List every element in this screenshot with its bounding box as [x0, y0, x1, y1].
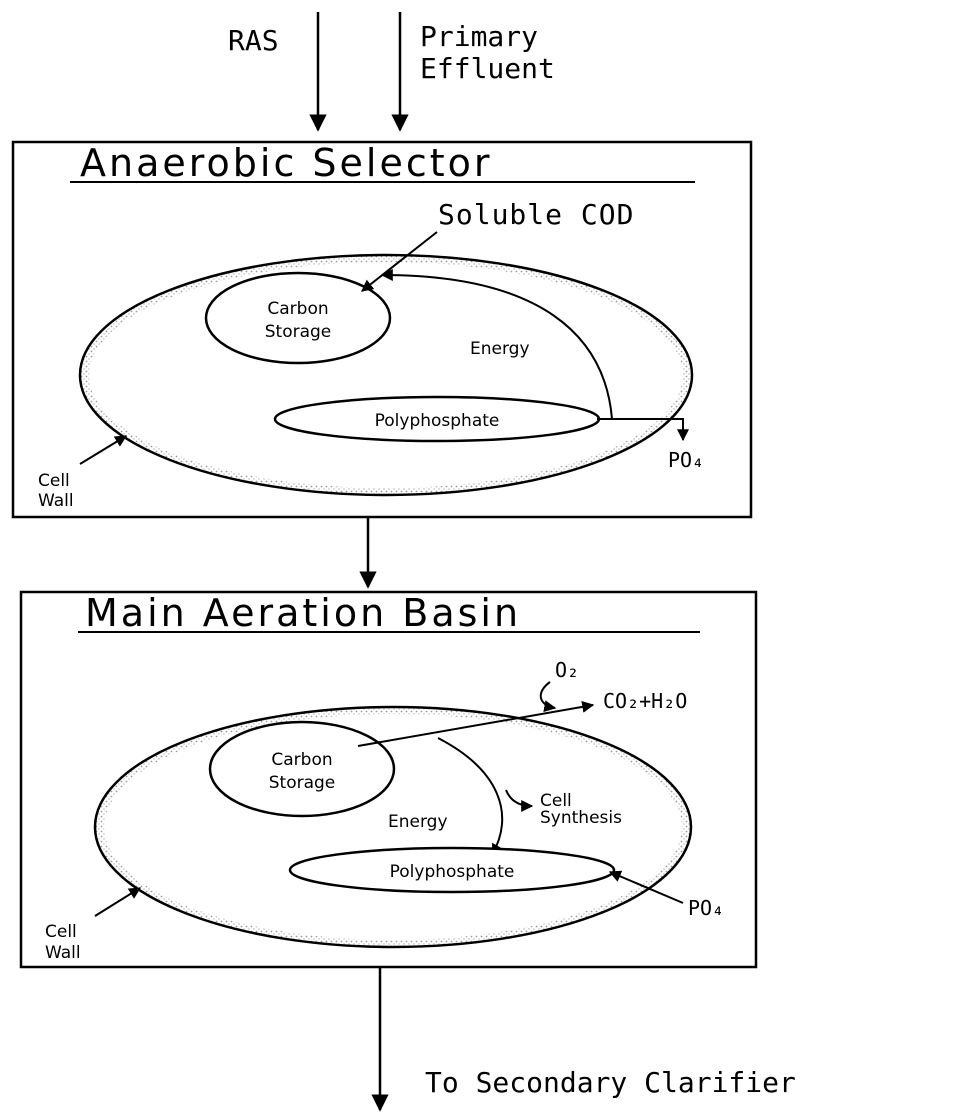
- cell-wall-aeration-line2: Wall: [45, 943, 81, 963]
- cell-wall-aeration-pointer: [94, 887, 142, 917]
- carbon-storage-anaerobic-line1: Carbon: [267, 299, 328, 319]
- o2-curve-arrow: [539, 681, 557, 713]
- anaerobic-selector-title: Anaerobic Selector: [80, 141, 493, 185]
- po4-uptake-arrow: [608, 870, 684, 904]
- po4-anaerobic-label: PO₄: [668, 448, 704, 472]
- soluble-cod-label: Soluble COD: [438, 198, 634, 231]
- carbon-storage-aeration-line1: Carbon: [271, 750, 332, 770]
- energy-curve-anaerobic: [380, 269, 613, 420]
- polyphosphate-anaerobic-label: Polyphosphate: [375, 411, 500, 431]
- main-aeration-basin-panel: Main Aeration Basin O₂ CO₂+H₂O Carbon St…: [19, 590, 758, 969]
- main-aeration-basin-box: [19, 590, 758, 969]
- output-group: To Secondary Clarifier: [371, 967, 796, 1112]
- po4-aeration-label: PO₄: [688, 896, 724, 920]
- cell-wall-aeration-line1: Cell: [45, 922, 77, 942]
- cell-interior-anaerobic: [89, 262, 683, 488]
- o2-label: O₂: [555, 658, 579, 682]
- cell-wall-anaerobic-line1: Cell: [38, 471, 70, 491]
- cell-wall-anaerobic-pointer: [79, 435, 128, 465]
- cell-synthesis-line2: Synthesis: [540, 808, 622, 828]
- cell-synthesis-line1: Cell: [540, 791, 572, 811]
- energy-curve-aeration: [437, 737, 504, 857]
- carbon-storage-anaerobic: [204, 271, 392, 365]
- ras-label: RAS: [228, 24, 279, 57]
- polyphosphate-aeration-label: Polyphosphate: [390, 862, 515, 882]
- po4-release-arrow: [597, 418, 689, 442]
- to-secondary-clarifier-label: To Secondary Clarifier: [425, 1066, 796, 1099]
- carbon-storage-aeration: [208, 720, 396, 818]
- polyphosphate-aeration: [288, 846, 616, 894]
- soluble-cod-arrow: [361, 231, 438, 292]
- energy-label-anaerobic: Energy: [470, 339, 530, 359]
- oxidation-arrow: [357, 700, 595, 747]
- carbon-storage-anaerobic-line2: Storage: [265, 322, 332, 342]
- carbon-storage-aeration-line2: Storage: [269, 773, 336, 793]
- anaerobic-selector-box: [11, 140, 753, 519]
- cell-synthesis-arrow: [505, 789, 534, 812]
- anaerobic-selector-panel: Anaerobic Selector Soluble COD Carbon St…: [11, 140, 753, 519]
- energy-label-aeration: Energy: [388, 812, 448, 832]
- primary-label: Primary: [420, 20, 538, 53]
- co2-h2o-label: CO₂+H₂O: [603, 689, 687, 713]
- inputs-group: RAS Primary Effluent: [228, 12, 555, 132]
- main-aeration-basin-title: Main Aeration Basin: [85, 591, 521, 635]
- cell-wall-anaerobic-line2: Wall: [38, 491, 74, 511]
- effluent-label: Effluent: [420, 52, 555, 85]
